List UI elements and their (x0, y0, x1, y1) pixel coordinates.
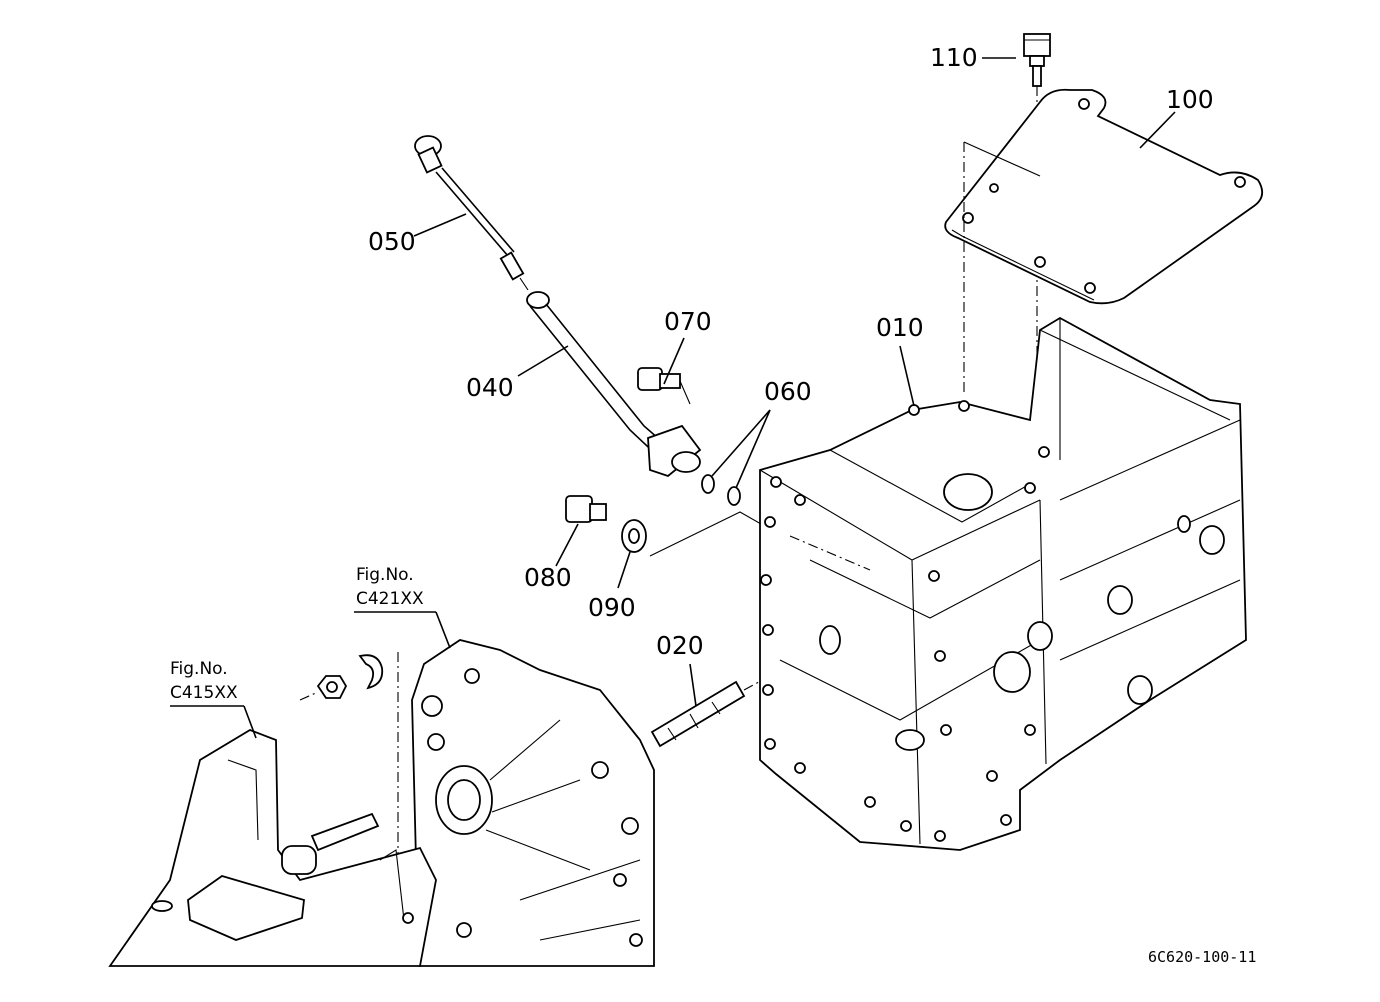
cover-plate-100 (944, 88, 1264, 396)
nut-and-washer (299, 654, 384, 701)
callout-080: 080 (524, 563, 572, 592)
callout-020: 020 (656, 631, 704, 660)
fig-ref-2-line1: Fig.No. (170, 659, 228, 679)
adjacent-part-c415xx (108, 729, 437, 967)
fig-ref-1-line1: Fig.No. (356, 565, 414, 585)
dipstick-050 (414, 135, 529, 291)
callout-060: 060 (764, 377, 812, 406)
fig-ref-2-line2: C415XX (170, 683, 238, 703)
leader-lines (170, 57, 1176, 739)
callout-070: 070 (664, 307, 712, 336)
o-rings-060 (701, 474, 741, 506)
adjacent-housing-c421xx (397, 639, 655, 967)
drain-plug-080 (565, 495, 607, 523)
stud-020 (650, 675, 771, 748)
callout-090: 090 (588, 593, 636, 622)
callout-040: 040 (466, 373, 514, 402)
plug-070 (637, 367, 691, 405)
transmission-case-010 (759, 316, 1247, 851)
callout-100: 100 (1166, 85, 1214, 114)
callout-050: 050 (368, 227, 416, 256)
drawing-code: 6C620-100-11 (1148, 948, 1256, 966)
fig-ref-1-line2: C421XX (356, 589, 424, 609)
dipstick-tube-040 (526, 291, 702, 478)
callout-010: 010 (876, 313, 924, 342)
washer-090 (621, 511, 769, 557)
callout-110: 110 (930, 43, 978, 72)
